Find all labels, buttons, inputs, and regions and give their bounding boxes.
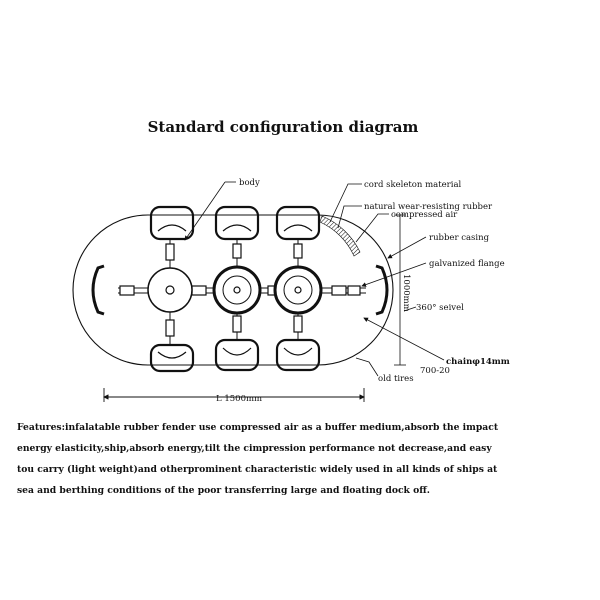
features-text: Features:infalatable rubber fender use c… xyxy=(17,417,592,501)
label-swivel: 360° seivel xyxy=(416,303,464,313)
label-body: body xyxy=(239,178,260,188)
right-end-flange xyxy=(375,264,389,316)
top-tires xyxy=(149,205,321,241)
bottom-tires xyxy=(149,338,321,373)
label-galvanized-flange: galvanized flange xyxy=(429,259,505,269)
leader-lines xyxy=(184,181,445,377)
label-old-tires: old tires xyxy=(378,374,414,384)
features-line: sea and berthing conditions of the poor … xyxy=(17,485,430,496)
label-length: L 1500mm xyxy=(216,394,262,404)
center-tires xyxy=(147,265,323,315)
height-dimension xyxy=(394,214,406,366)
diagram-title: Standard configuration diagram xyxy=(147,118,419,136)
label-height: 1000mm xyxy=(401,274,411,312)
length-dimension xyxy=(103,388,365,402)
label-compressed-air: compressed air xyxy=(391,210,458,220)
label-natural-rubber: natural wear-resisting rubber xyxy=(364,202,493,212)
features-line: tou carry (light weight)and otherpromine… xyxy=(17,464,498,475)
features-line: energy elasticity,ship,absorb energy,til… xyxy=(17,443,492,454)
chain-links xyxy=(119,243,361,337)
left-end-flange xyxy=(91,264,105,316)
label-chain: chainφ14mm xyxy=(446,357,510,367)
rubber-layers-hatch xyxy=(319,215,361,257)
label-rubber-casing: rubber casing xyxy=(429,233,490,243)
features-line: Features:infalatable rubber fender use c… xyxy=(17,422,499,433)
label-cord-skeleton: cord skeleton material xyxy=(364,180,462,190)
label-tire-size: 700-20 xyxy=(420,366,450,376)
